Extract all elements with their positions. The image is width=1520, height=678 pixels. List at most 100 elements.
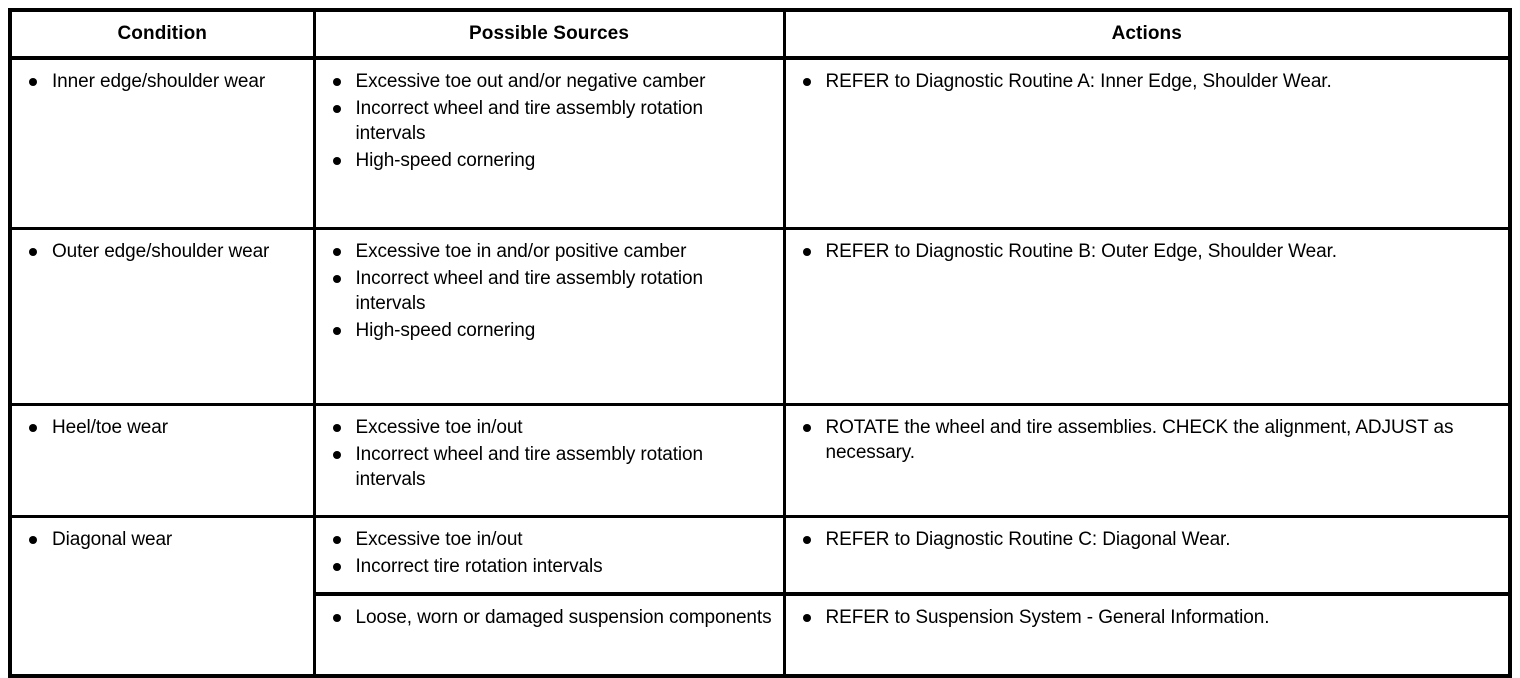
bullet-icon	[802, 78, 811, 86]
bullet-icon	[332, 450, 341, 459]
condition-list: Heel/toe wear	[22, 415, 303, 440]
table-row: Heel/toe wear Excessive toe in/out Incor…	[8, 404, 1512, 518]
table-row: Loose, worn or damaged suspension compon…	[10, 594, 1512, 678]
cell-condition: Outer edge/shoulder wear	[8, 228, 314, 406]
list-item-label: Loose, worn or damaged suspension compon…	[355, 607, 772, 628]
bullet-icon	[332, 562, 341, 571]
sources-list: Excessive toe in/out Incorrect tire rota…	[326, 527, 773, 579]
table-row: Diagonal wear Excessive toe in/out Incor…	[8, 516, 1512, 678]
cell-actions: REFER to Suspension System - General Inf…	[782, 594, 1512, 678]
list-item: REFER to Diagnostic Routine B: Outer Edg…	[796, 239, 1499, 264]
cell-condition: Inner edge/shoulder wear	[8, 58, 314, 230]
list-item: High-speed cornering	[326, 318, 773, 343]
list-item-label: REFER to Suspension System - General Inf…	[825, 607, 1270, 628]
actions-list: REFER to Suspension System - General Inf…	[796, 605, 1499, 630]
list-item: Outer edge/shoulder wear	[22, 239, 303, 264]
bullet-icon	[332, 614, 341, 622]
list-item: Incorrect tire rotation intervals	[326, 554, 773, 579]
list-item: Heel/toe wear	[22, 415, 303, 440]
list-item: Excessive toe in/out	[326, 527, 773, 552]
header-row: Condition Possible Sources Actions	[8, 8, 1512, 60]
list-item: Excessive toe out and/or negative camber	[326, 69, 773, 94]
list-item: REFER to Diagnostic Routine C: Diagonal …	[796, 527, 1499, 552]
bullet-icon	[29, 78, 37, 86]
list-item: REFER to Diagnostic Routine A: Inner Edg…	[796, 69, 1499, 94]
list-item: Loose, worn or damaged suspension compon…	[326, 605, 773, 630]
actions-list: REFER to Diagnostic Routine B: Outer Edg…	[796, 239, 1499, 264]
list-item-label: Incorrect wheel and tire assembly rotati…	[355, 443, 704, 490]
list-item-label: REFER to Diagnostic Routine A: Inner Edg…	[825, 71, 1332, 92]
cell-actions: ROTATE the wheel and tire assemblies. CH…	[782, 404, 1512, 518]
bullet-icon	[332, 247, 341, 256]
list-item-label: High-speed cornering	[355, 150, 536, 171]
bullet-icon	[332, 274, 341, 283]
sources-list: Loose, worn or damaged suspension compon…	[326, 605, 773, 630]
sources-list: Excessive toe in/out Incorrect wheel and…	[326, 415, 773, 492]
list-item-label: Inner edge/shoulder wear	[52, 71, 266, 92]
list-item: Incorrect wheel and tire assembly rotati…	[326, 96, 773, 146]
list-item: Inner edge/shoulder wear	[22, 69, 303, 94]
cell-possible-sources: Excessive toe out and/or negative camber…	[312, 58, 784, 230]
list-item-label: Incorrect wheel and tire assembly rotati…	[355, 267, 704, 314]
tire-wear-diagnosis-table: Condition Possible Sources Actions Inner…	[8, 8, 1512, 678]
bullet-icon	[332, 157, 341, 165]
actions-list: ROTATE the wheel and tire assemblies. CH…	[796, 415, 1499, 465]
list-item: REFER to Suspension System - General Inf…	[796, 605, 1499, 630]
table-row: Inner edge/shoulder wear Excessive toe o…	[8, 58, 1512, 230]
column-header-condition: Condition	[8, 8, 314, 60]
list-item-label: REFER to Diagnostic Routine C: Diagonal …	[825, 528, 1231, 550]
list-item: Diagonal wear	[22, 527, 303, 552]
cell-actions: REFER to Diagnostic Routine B: Outer Edg…	[782, 228, 1512, 406]
list-item-label: ROTATE the wheel and tire assemblies. CH…	[825, 416, 1454, 463]
bullet-icon	[29, 247, 37, 256]
list-item: High-speed cornering	[326, 148, 773, 173]
condition-list: Inner edge/shoulder wear	[22, 69, 303, 94]
list-item-label: Excessive toe in/out	[355, 528, 523, 550]
sources-list: Excessive toe out and/or negative camber…	[326, 69, 773, 173]
list-item: Excessive toe in and/or positive camber	[326, 239, 773, 264]
list-item: Incorrect wheel and tire assembly rotati…	[326, 442, 773, 492]
list-item: Incorrect wheel and tire assembly rotati…	[326, 266, 773, 316]
actions-list: REFER to Diagnostic Routine A: Inner Edg…	[796, 69, 1499, 94]
table-header: Condition Possible Sources Actions	[8, 8, 1512, 60]
cell-possible-sources: Excessive toe in/out Incorrect tire rota…	[312, 516, 784, 596]
bullet-icon	[332, 105, 341, 113]
list-item-label: Heel/toe wear	[52, 416, 168, 438]
cell-condition: Heel/toe wear	[8, 404, 314, 518]
bullet-icon	[332, 326, 341, 335]
list-item: ROTATE the wheel and tire assemblies. CH…	[796, 415, 1499, 465]
sources-list: Excessive toe in and/or positive camber …	[326, 239, 773, 343]
condition-list: Diagonal wear	[22, 527, 303, 552]
list-item-label: REFER to Diagnostic Routine B: Outer Edg…	[825, 240, 1338, 262]
bullet-icon	[802, 247, 811, 256]
cell-actions: REFER to Diagnostic Routine A: Inner Edg…	[782, 58, 1512, 230]
list-item-label: Excessive toe in and/or positive camber	[355, 240, 687, 262]
actions-list: REFER to Diagnostic Routine C: Diagonal …	[796, 527, 1499, 552]
bullet-icon	[802, 423, 811, 432]
list-item-label: Incorrect tire rotation intervals	[355, 555, 603, 577]
bullet-icon	[332, 78, 341, 86]
list-item-label: Outer edge/shoulder wear	[52, 240, 270, 262]
cell-possible-sources: Excessive toe in and/or positive camber …	[312, 228, 784, 406]
bullet-icon	[802, 614, 811, 622]
list-item-label: Excessive toe out and/or negative camber	[355, 71, 706, 92]
bullet-icon	[29, 423, 37, 432]
list-item-label: High-speed cornering	[355, 319, 536, 341]
cell-possible-sources: Loose, worn or damaged suspension compon…	[312, 594, 784, 678]
cell-possible-sources: Excessive toe in/out Incorrect wheel and…	[312, 404, 784, 518]
list-item-label: Incorrect wheel and tire assembly rotati…	[355, 98, 704, 144]
bullet-icon	[332, 535, 341, 544]
list-item: Excessive toe in/out	[326, 415, 773, 440]
list-item-label: Diagonal wear	[52, 528, 173, 550]
bullet-icon	[802, 535, 811, 544]
cell-actions: REFER to Diagnostic Routine C: Diagonal …	[782, 516, 1512, 596]
condition-list: Outer edge/shoulder wear	[22, 239, 303, 264]
list-item-label: Excessive toe in/out	[355, 416, 523, 438]
column-header-actions: Actions	[782, 8, 1512, 60]
bullet-icon	[332, 423, 341, 432]
bullet-icon	[29, 535, 37, 544]
table-row: Outer edge/shoulder wear Excessive toe i…	[8, 228, 1512, 406]
column-header-possible-sources: Possible Sources	[312, 8, 784, 60]
table-body: Inner edge/shoulder wear Excessive toe o…	[8, 58, 1512, 678]
